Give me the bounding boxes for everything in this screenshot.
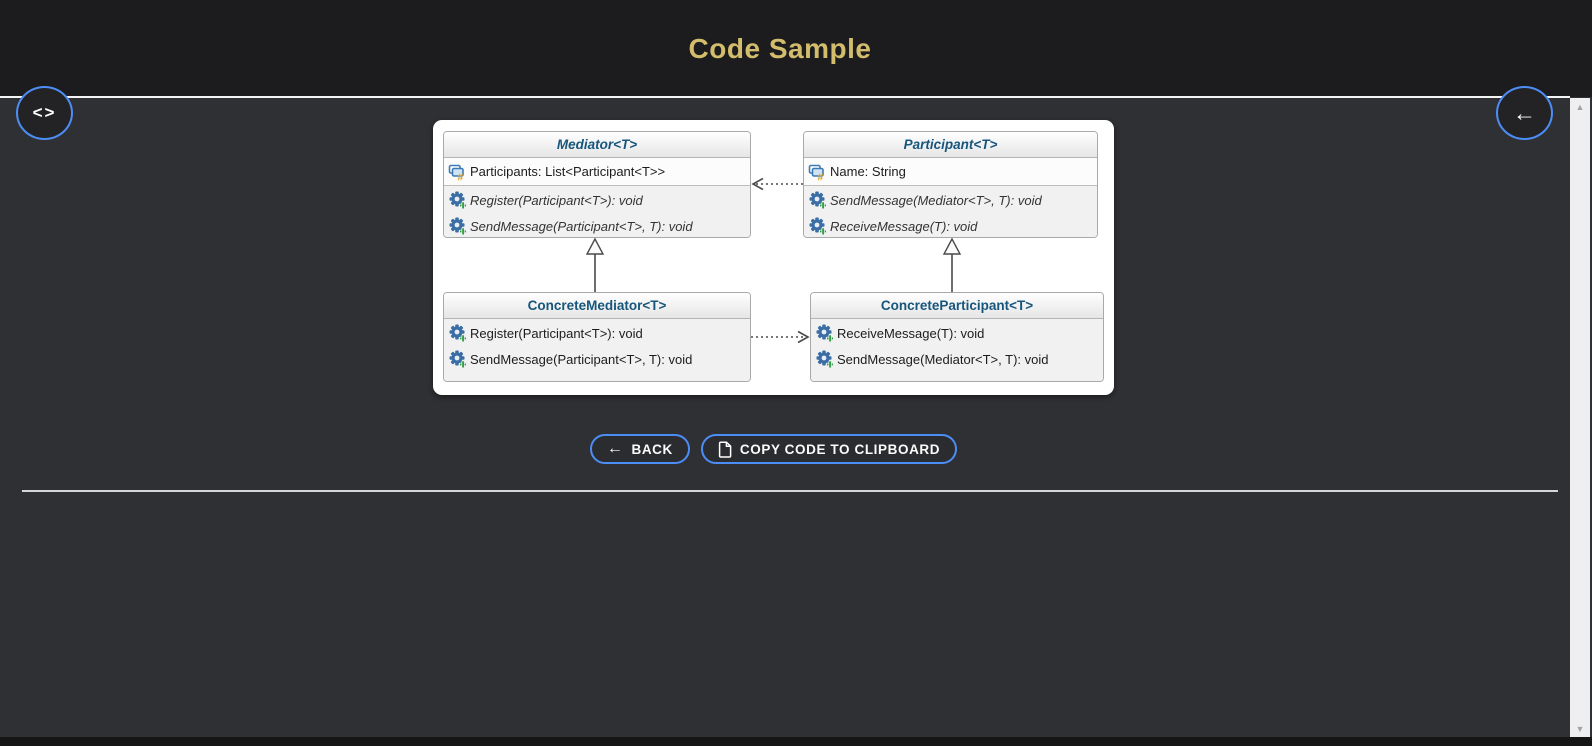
copy-code-button[interactable]: COPY CODE TO CLIPBOARD: [700, 434, 958, 464]
arrow-left-icon: ←: [606, 440, 624, 457]
class-name: ConcreteMediator<T>: [444, 293, 750, 319]
method-icon: [809, 191, 826, 209]
arrow-left-icon: ←: [1513, 99, 1536, 126]
content-divider: [22, 490, 1558, 492]
method-icon: [449, 324, 466, 342]
scroll-up-button[interactable]: ▲: [1570, 98, 1590, 116]
fields-section: Participants: List<Participant<T>>: [444, 158, 750, 186]
method-text: ReceiveMessage(T): void: [830, 218, 978, 234]
method-text: SendMessage(Participant<T>, T): void: [470, 218, 693, 234]
method-text: SendMessage(Mediator<T>, T): void: [837, 351, 1049, 367]
method-row: SendMessage(Participant<T>, T): void: [444, 213, 750, 237]
scroll-down-button[interactable]: ▼: [1570, 720, 1590, 738]
fields-section: Name: String: [804, 158, 1097, 186]
class-box-concrete-mediator: ConcreteMediator<T> Register(Participant…: [443, 292, 751, 382]
class-box-participant: Participant<T> Name: String SendMessage(…: [803, 131, 1098, 238]
class-name: Participant<T>: [804, 132, 1097, 158]
class-box-mediator: Mediator<T> Participants: List<Participa…: [443, 131, 751, 238]
method-row: SendMessage(Mediator<T>, T): void: [811, 346, 1103, 372]
field-row: Participants: List<Participant<T>>: [444, 158, 750, 185]
field-icon: [808, 164, 825, 181]
page-title: Code Sample: [688, 32, 872, 64]
method-icon: [449, 350, 466, 368]
method-icon: [449, 191, 466, 209]
field-row: Name: String: [804, 158, 1097, 185]
method-row: ReceiveMessage(T): void: [811, 320, 1103, 346]
actions-row: ← BACK COPY CODE TO CLIPBOARD: [0, 434, 1547, 464]
method-icon: [449, 217, 466, 235]
vertical-scrollbar[interactable]: ▲ ▼: [1570, 98, 1590, 738]
method-text: SendMessage(Participant<T>, T): void: [470, 351, 693, 367]
back-button-label: BACK: [631, 441, 673, 457]
method-icon: [816, 350, 833, 368]
app-header: Code Sample: [0, 0, 1592, 97]
dependency-arrow-concrete: [751, 330, 810, 344]
method-row: SendMessage(Mediator<T>, T): void: [804, 187, 1097, 213]
field-text: Participants: List<Participant<T>>: [470, 164, 666, 179]
field-text: Name: String: [830, 164, 906, 179]
method-row: Register(Participant<T>): void: [444, 187, 750, 213]
method-row: Register(Participant<T>): void: [444, 320, 750, 346]
document-icon: [718, 440, 732, 458]
scroll-up-icon: ▲: [1575, 102, 1585, 112]
method-row: SendMessage(Participant<T>, T): void: [444, 346, 750, 372]
method-icon: [809, 217, 826, 235]
class-box-concrete-participant: ConcreteParticipant<T> ReceiveMessage(T)…: [810, 292, 1104, 382]
inheritance-arrow-participant: [942, 237, 962, 292]
methods-section: SendMessage(Mediator<T>, T): void Receiv…: [804, 186, 1097, 237]
bottom-bar: [0, 737, 1592, 746]
uml-diagram-card: Mediator<T> Participants: List<Participa…: [433, 120, 1114, 395]
methods-section: Register(Participant<T>): void SendMessa…: [444, 186, 750, 237]
header-divider: [0, 96, 1570, 98]
field-icon: [448, 164, 465, 181]
dependency-arrow-participant-mediator: [751, 177, 803, 191]
floating-back-button[interactable]: ←: [1496, 86, 1553, 140]
method-text: SendMessage(Mediator<T>, T): void: [830, 192, 1042, 208]
inheritance-arrow-mediator: [585, 237, 605, 292]
method-text: Register(Participant<T>): void: [470, 192, 643, 208]
copy-code-button-label: COPY CODE TO CLIPBOARD: [739, 441, 941, 457]
methods-section: ReceiveMessage(T): void SendMessage(Medi…: [811, 319, 1103, 381]
methods-section: Register(Participant<T>): void SendMessa…: [444, 319, 750, 381]
back-button[interactable]: ← BACK: [589, 434, 690, 464]
method-icon: [816, 324, 833, 342]
class-name: ConcreteParticipant<T>: [811, 293, 1103, 319]
class-name: Mediator<T>: [444, 132, 750, 158]
method-text: ReceiveMessage(T): void: [837, 325, 985, 341]
method-text: Register(Participant<T>): void: [470, 325, 643, 341]
code-panel-toggle-button[interactable]: <>: [16, 86, 73, 140]
method-row: ReceiveMessage(T): void: [804, 213, 1097, 237]
code-brackets-icon: <>: [32, 103, 57, 122]
scroll-down-icon: ▼: [1575, 724, 1585, 734]
